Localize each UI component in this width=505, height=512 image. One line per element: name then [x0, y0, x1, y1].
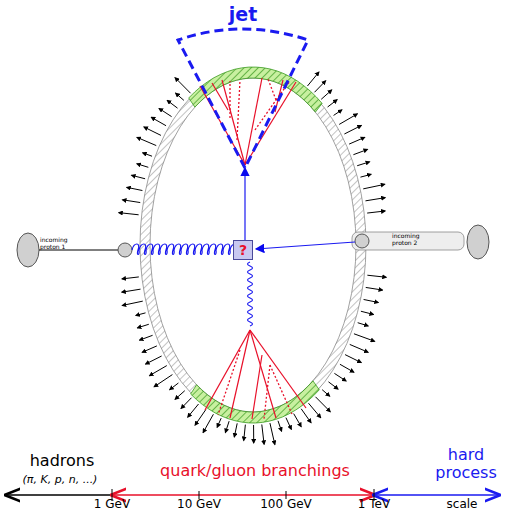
particle-track [132, 175, 146, 178]
particle-track [137, 324, 148, 328]
particle-track [360, 174, 371, 177]
scale-region: quark/gluon branchings [160, 462, 350, 480]
particle-track [195, 410, 206, 426]
particle-track [175, 78, 190, 94]
particle-track [122, 277, 139, 279]
particle-track [167, 100, 177, 108]
particle-track [322, 390, 330, 397]
particle-track [307, 72, 318, 86]
particle-track [367, 211, 385, 213]
particle-track [217, 418, 221, 427]
particle-track [151, 117, 166, 125]
particle-track [122, 289, 141, 292]
particle-track [142, 346, 157, 352]
particle-track [122, 301, 143, 305]
particle-track [314, 81, 325, 92]
particle-track [136, 313, 146, 316]
energy-deposit [189, 67, 322, 112]
particle-track [334, 110, 342, 116]
particle-track [328, 382, 338, 389]
scale-region: hadrons [30, 452, 95, 470]
tick-label: 1 TeV [358, 498, 390, 511]
hard-process-box: ? [233, 240, 253, 260]
particle-track [176, 93, 184, 100]
unknown-mark: ? [239, 243, 247, 257]
particle-track [154, 375, 172, 387]
particle-track [159, 108, 172, 116]
particle-track [345, 355, 361, 363]
particle-track [122, 200, 140, 203]
particle-track [363, 184, 385, 189]
particle-track [344, 125, 361, 134]
particle-track [278, 421, 282, 431]
particle-track [127, 187, 143, 190]
tick-label: 10 GeV [177, 498, 221, 511]
particle-track [353, 149, 367, 154]
particle-track [188, 404, 199, 417]
particle-track [301, 409, 311, 423]
particle-track [137, 164, 148, 168]
particle-track [365, 198, 385, 201]
particle-track [203, 414, 213, 432]
particle-track [366, 287, 383, 290]
particle-track [253, 425, 254, 443]
particle-track [286, 418, 291, 430]
particle-track [358, 323, 369, 326]
particle-track [357, 162, 369, 166]
particle-track [339, 114, 357, 125]
particle-track [340, 364, 354, 372]
particle-track [294, 414, 302, 427]
axis-label: scale [447, 498, 478, 511]
particle-track [361, 311, 374, 314]
beam-label: incoming proton 2 [392, 233, 430, 246]
particle-track [137, 137, 156, 145]
particle-track [143, 153, 152, 156]
particle-track [234, 423, 237, 437]
particle-track [354, 334, 375, 342]
particle-track [244, 425, 246, 441]
particle-track [175, 391, 185, 400]
particle-track [262, 424, 264, 444]
particle-track [119, 213, 139, 215]
particle-track [315, 397, 330, 412]
particle-track [364, 299, 379, 302]
particle-track [150, 366, 167, 376]
particle-track [225, 421, 229, 432]
particle-track [367, 275, 386, 277]
particle-track [308, 403, 320, 418]
scale-region: hard process [430, 446, 502, 481]
particle-track [144, 127, 161, 135]
particle-track [350, 344, 368, 352]
jet-label: jet [229, 4, 257, 25]
particle-track [349, 137, 365, 144]
particle-track [334, 373, 346, 381]
particle-track [146, 356, 162, 364]
tick-label: 100 GeV [260, 498, 312, 511]
tick-label: 1 GeV [94, 498, 130, 511]
particle-track [139, 335, 152, 340]
particle-track [321, 90, 331, 99]
hadron-list: (π, K, p, n, ...) [23, 474, 98, 486]
beam-label: incoming proton 1 [40, 237, 78, 250]
particle-track [170, 383, 179, 390]
particle-track [270, 423, 275, 444]
particle-track [328, 100, 338, 107]
particle-track [181, 398, 191, 409]
